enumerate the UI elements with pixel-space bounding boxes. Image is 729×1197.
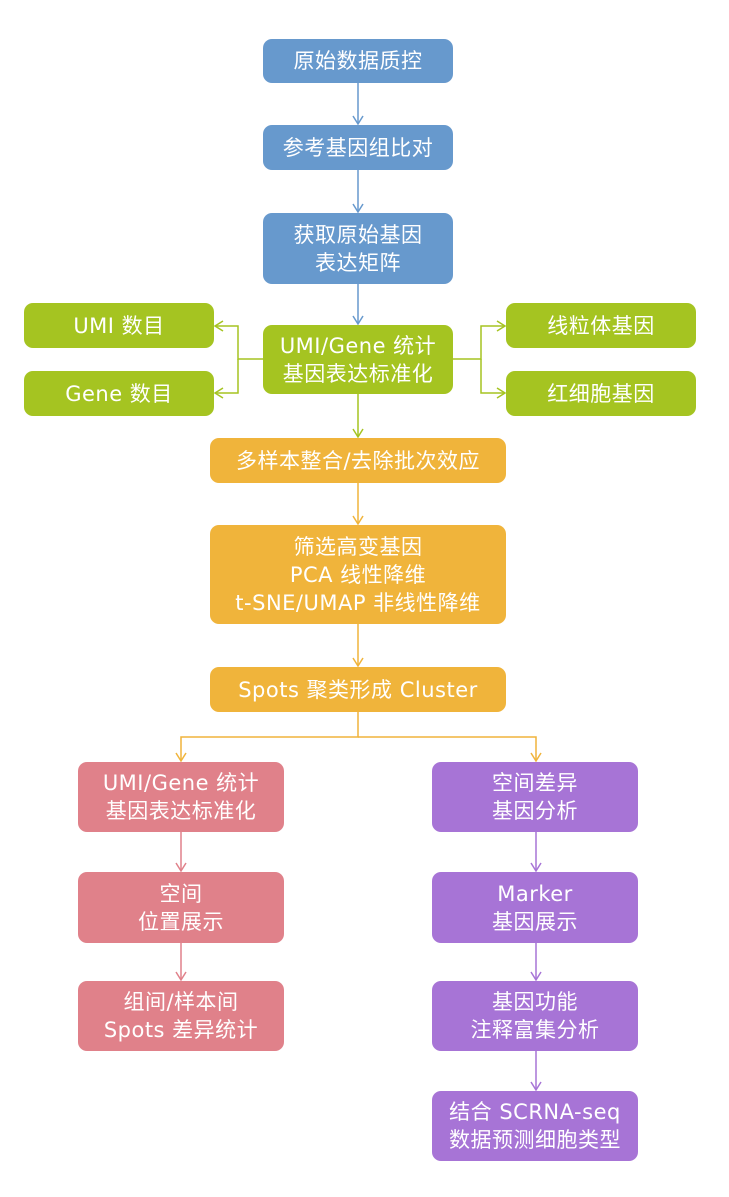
node-label: Marker [497,881,573,906]
node-label: 红细胞基因 [547,381,655,406]
node-label: 参考基因组比对 [282,135,434,160]
node-label: 原始数据质控 [293,49,423,73]
orange-arrows [175,483,542,763]
node-spatial-differential-genes: 空间差异 基因分析 [432,762,638,832]
node-label: 筛选高变基因 [293,534,423,559]
node-spots-clustering: Spots 聚类形成 Cluster [210,667,506,712]
node-label: UMI/Gene 统计 [102,771,260,795]
node-batch-integration: 多样本整合/去除批次效应 [210,438,506,483]
node-raw-expression-matrix: 获取原始基因 表达矩阵 [263,213,453,284]
node-functional-enrichment: 基因功能 注释富集分析 [432,981,638,1051]
node-label: Spots 聚类形成 Cluster [238,677,478,702]
node-reference-alignment: 参考基因组比对 [263,125,453,170]
node-spots-differential-stats: 组间/样本间 Spots 差异统计 [78,981,284,1051]
node-label: 位置展示 [138,909,224,934]
node-gene-count: Gene 数目 [24,371,214,416]
node-label: UMI/Gene 统计 [279,333,437,358]
pink-arrows [175,832,187,982]
node-label: 组间/样本间 [123,990,239,1014]
node-label: 基因功能 [492,990,578,1014]
node-left-umi-gene-normalization: UMI/Gene 统计 基因表达标准化 [78,762,284,832]
node-label: 空间差异 [492,771,578,795]
node-label: 数据预测细胞类型 [449,1128,621,1152]
node-label: UMI 数目 [73,313,165,338]
node-label: 结合 SCRNA-seq [449,1100,621,1124]
node-label: Gene 数目 [65,381,173,406]
node-label: 基因表达标准化 [282,361,434,386]
node-label: 基因展示 [492,909,578,934]
node-label: 表达矩阵 [315,250,401,275]
green-arrows [213,320,507,439]
node-scrna-cell-type-prediction: 结合 SCRNA-seq 数据预测细胞类型 [432,1091,638,1161]
node-label: 线粒体基因 [547,313,655,338]
node-spatial-location-display: 空间 位置展示 [78,872,284,943]
node-raw-data-qc: 原始数据质控 [263,39,453,83]
node-marker-gene-display: Marker 基因展示 [432,872,638,943]
purple-arrows [530,832,542,1092]
node-label: t-SNE/UMAP 非线性降维 [235,590,481,615]
node-label: 注释富集分析 [470,1018,600,1042]
node-label: PCA 线性降维 [289,562,427,587]
node-umi-gene-normalization: UMI/Gene 统计 基因表达标准化 [263,325,453,394]
blue-arrows [352,83,364,326]
node-mitochondrial-genes: 线粒体基因 [506,303,696,348]
node-label: 基因表达标准化 [105,799,257,823]
node-label: 基因分析 [492,799,578,823]
node-red-blood-cell-genes: 红细胞基因 [506,371,696,416]
node-label: 获取原始基因 [293,222,423,247]
node-label: 多样本整合/去除批次效应 [235,448,481,473]
node-label: Spots 差异统计 [103,1018,259,1042]
node-dimensionality-reduction: 筛选高变基因 PCA 线性降维 t-SNE/UMAP 非线性降维 [210,525,506,624]
node-label: 空间 [159,881,203,906]
node-umi-count: UMI 数目 [24,303,214,348]
